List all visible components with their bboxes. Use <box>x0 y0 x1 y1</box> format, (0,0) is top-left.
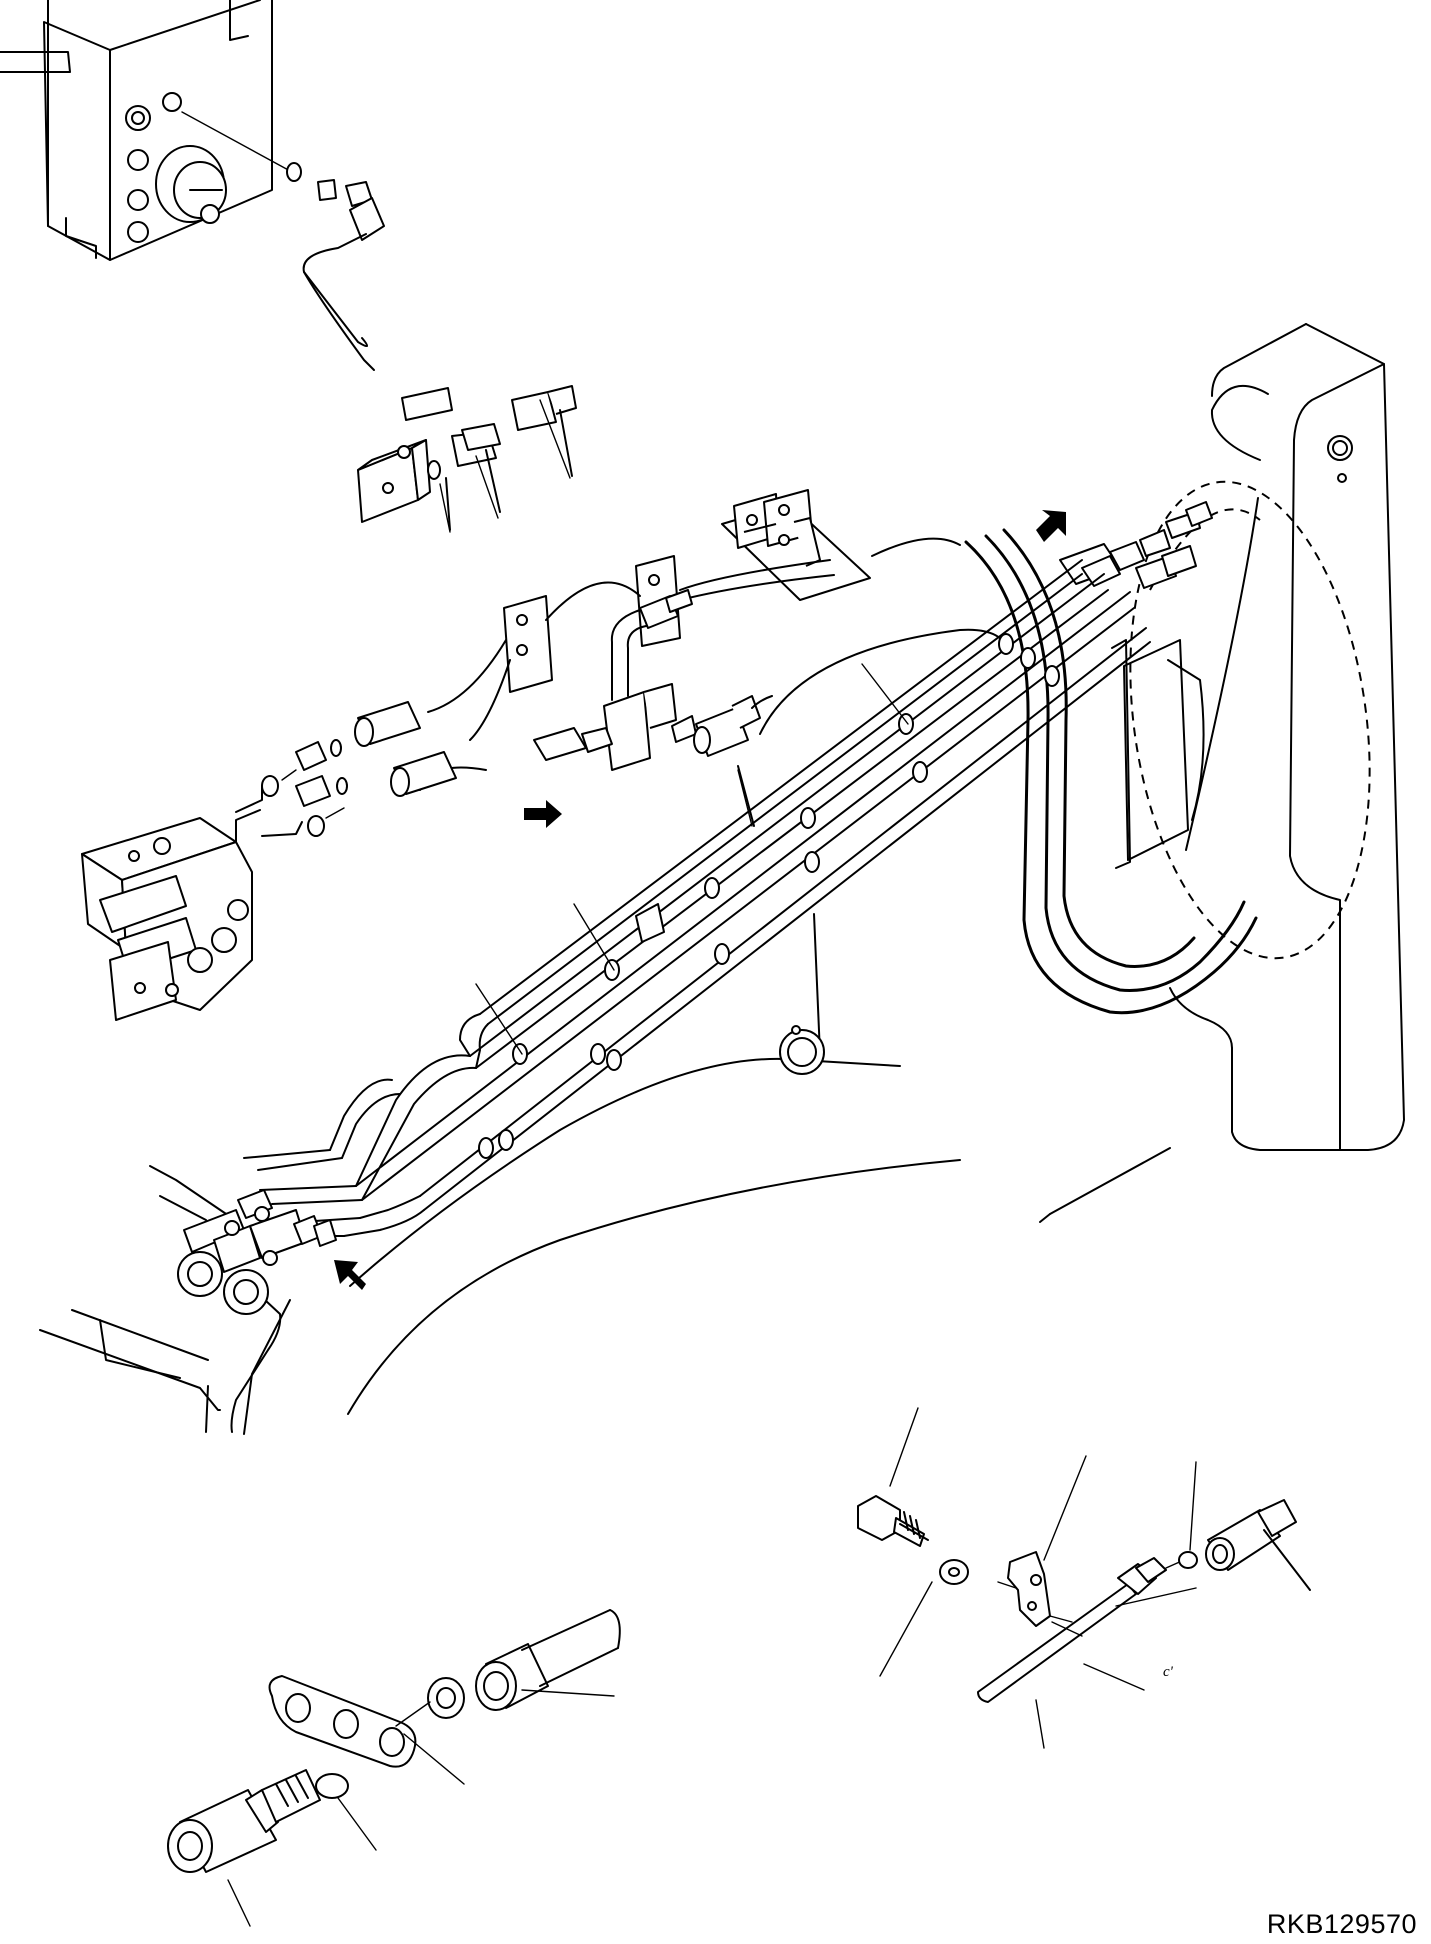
detail-quick-coupler <box>168 1610 620 1926</box>
boom-pipes <box>244 560 1150 1236</box>
relief-valve-block <box>358 386 576 530</box>
callout-leaders-main <box>440 400 908 1054</box>
arrow-marker-center <box>524 800 562 828</box>
valve-hoses <box>236 786 302 836</box>
boom-lower-body <box>348 914 960 1414</box>
boom-structure <box>1040 324 1404 1222</box>
drawing-reference-code: RKB129570 <box>1266 1909 1417 1939</box>
hose-couplings-left <box>262 702 456 836</box>
arrow-marker-top <box>1036 510 1066 542</box>
centerline-mark: c' <box>1163 1664 1173 1680</box>
boom-hoses <box>966 502 1256 1013</box>
swing-bracket <box>40 1166 336 1434</box>
tank-assembly <box>0 0 272 260</box>
arrow-marker-bottom <box>334 1260 366 1290</box>
tee-valve <box>534 590 772 826</box>
control-valve <box>82 810 260 1020</box>
detail-bolt-clamp <box>858 1408 1310 1748</box>
tank-outlet-fittings <box>182 112 384 370</box>
